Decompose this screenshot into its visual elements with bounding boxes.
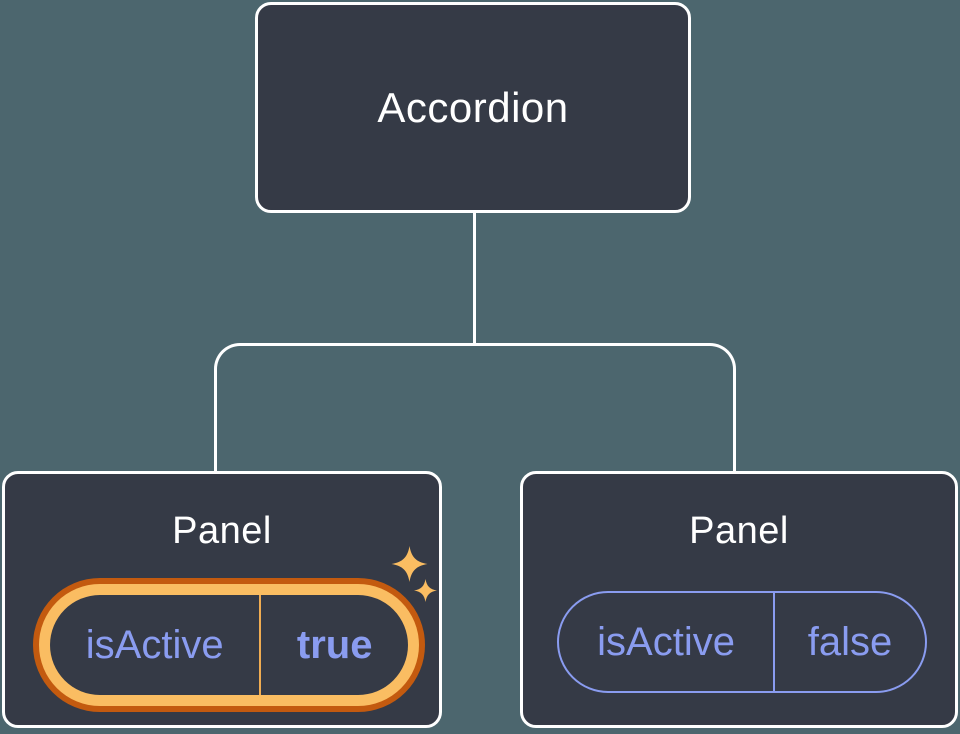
pill-divider bbox=[259, 595, 262, 695]
state-value-label: false bbox=[807, 619, 893, 664]
accordion-node: Accordion bbox=[255, 2, 691, 213]
state-pill-inactive: isActive false bbox=[557, 591, 927, 693]
state-value-label: true bbox=[296, 622, 373, 667]
state-name-label: isActive bbox=[85, 622, 224, 667]
panel-title: Panel bbox=[689, 510, 789, 552]
pill-divider bbox=[773, 593, 776, 691]
tree-stem-connector bbox=[473, 213, 476, 345]
panel-node-active: Panel isActive true bbox=[2, 471, 442, 728]
state-pill-active: isActive true bbox=[39, 584, 419, 706]
accordion-node-label: Accordion bbox=[377, 83, 569, 131]
tree-branch-connector bbox=[214, 343, 736, 473]
panel-node-inactive: Panel isActive false bbox=[520, 471, 958, 728]
sparkle-icon-small bbox=[414, 579, 437, 602]
panel-title: Panel bbox=[172, 510, 272, 552]
state-name-label: isActive bbox=[597, 619, 735, 664]
state-pill-body: isActive true bbox=[50, 595, 408, 695]
state-pill-highlight-ring: isActive true bbox=[33, 578, 425, 712]
sparkle-icon-large bbox=[391, 546, 428, 582]
